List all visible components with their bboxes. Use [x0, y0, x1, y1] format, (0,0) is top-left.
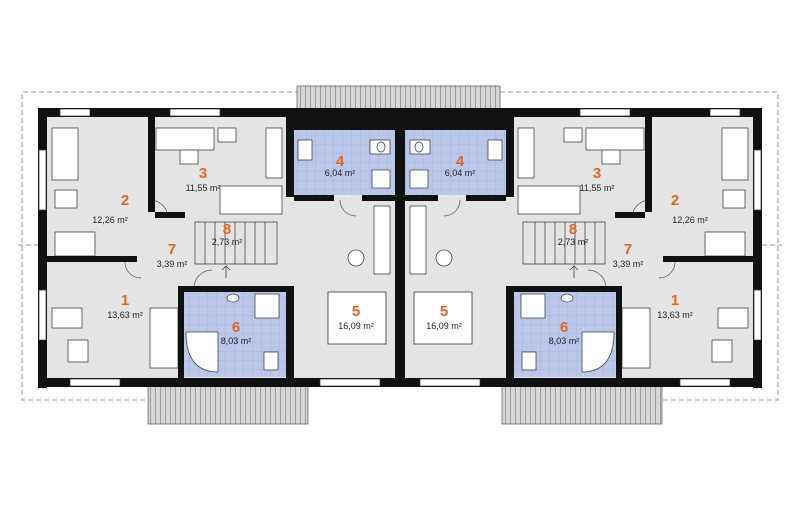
room-4-number: 4 — [336, 153, 345, 170]
room-8-number: 8 — [223, 221, 231, 238]
room-6-number: 6 — [560, 319, 568, 336]
room-5-area: 16,09 m² — [426, 321, 462, 331]
room-labels: 1 13,63 m² 2 12,26 m² 3 11,55 m² 4 6,04 … — [92, 153, 708, 346]
room-5-number: 5 — [440, 303, 448, 320]
room-7-area: 3,39 m² — [613, 259, 644, 269]
room-1-number: 1 — [671, 292, 679, 309]
room-4-area: 6,04 m² — [445, 168, 476, 178]
balcony-bottom-right — [501, 383, 663, 425]
bed-room-5-right — [413, 291, 473, 345]
room-5-number: 5 — [352, 303, 360, 320]
room-8-number: 8 — [569, 221, 577, 238]
furniture — [51, 127, 749, 371]
room-3-number: 3 — [593, 165, 601, 182]
room-8-area: 2,73 m² — [558, 237, 589, 247]
windows — [38, 108, 762, 387]
room-8-area: 2,73 m² — [212, 237, 243, 247]
room-6-number: 6 — [232, 319, 240, 336]
room-3-area: 11,55 m² — [580, 183, 615, 193]
balcony-bottom-left — [147, 383, 309, 425]
room-4-area: 6,04 m² — [325, 168, 356, 178]
room-1-number: 1 — [121, 292, 129, 309]
room-2-number: 2 — [671, 192, 679, 209]
room-2-area: 12,26 m² — [92, 215, 128, 225]
room-5-area: 16,09 m² — [338, 321, 374, 331]
room-1-area: 13,63 m² — [107, 310, 143, 320]
room-7-number: 7 — [168, 241, 176, 258]
toilets — [226, 141, 574, 303]
room-1-area: 13,63 m² — [657, 310, 693, 320]
room-6-area: 8,03 m² — [221, 336, 252, 346]
bathtubs — [185, 169, 615, 373]
room-4-number: 4 — [456, 153, 465, 170]
room-3-number: 3 — [199, 165, 207, 182]
stairs-right — [522, 221, 606, 278]
walls — [38, 108, 762, 388]
room-2-area: 12,26 m² — [672, 215, 708, 225]
stairs-left — [194, 221, 278, 278]
room-3-area: 11,55 m² — [186, 183, 221, 193]
room-7-area: 3,39 m² — [157, 259, 188, 269]
room-7-number: 7 — [624, 241, 632, 258]
room-2-number: 2 — [121, 192, 129, 209]
bed-room-5-left — [327, 291, 387, 345]
room-6-area: 8,03 m² — [549, 336, 580, 346]
